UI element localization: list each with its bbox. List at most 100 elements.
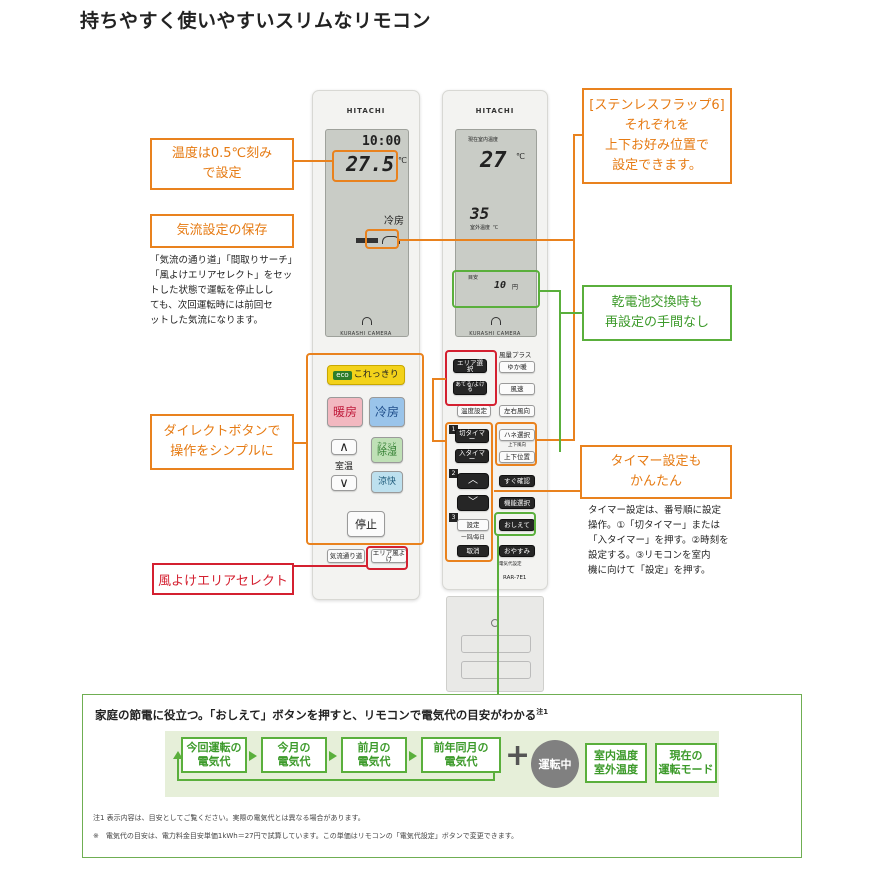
- holder-slot: [461, 635, 531, 653]
- timer-desc-line: 操作。①「切タイマー」または: [588, 520, 721, 531]
- model-label: RAR-7E1: [503, 575, 527, 581]
- remote-right: HITACHI 現在室内温度 27 ℃ 35 室外温度 ℃ 目安 10 円 KU…: [442, 90, 548, 590]
- sugu-button[interactable]: すぐ確認: [499, 475, 535, 487]
- time-down-button[interactable]: ﹀: [457, 495, 489, 511]
- oshiete-button[interactable]: おしえて: [499, 519, 535, 531]
- airflow-callout-label: 気流設定の保存: [176, 223, 268, 238]
- flow-this-run: 今回運転の 電気代: [181, 737, 247, 773]
- time-up-button[interactable]: ︿: [457, 473, 489, 489]
- flow-this-run-line2: 電気代: [197, 755, 231, 768]
- flow-this-month-line1: 今月の: [277, 741, 311, 754]
- stainless-callout: [ステンレスフラップ6] それぞれを 上下お好み位置で 設定できます。: [582, 88, 732, 184]
- page-title: 持ちやすく使いやすいスリムなリモコン: [80, 10, 432, 32]
- flow-last-month: 前月の 電気代: [341, 737, 407, 773]
- hane-button[interactable]: ハネ選択: [499, 429, 535, 441]
- oyasumi-button[interactable]: おやすみ: [499, 545, 535, 557]
- remote-holder: [446, 596, 544, 692]
- airflow-desc-line: 「気流の通り道」「間取りサーチ」: [150, 255, 298, 266]
- dehumid-label: 除湿: [377, 446, 397, 458]
- connector-flap-v: [573, 134, 575, 440]
- footnote-1: 注1 表示内容は、目安としてご覧ください。実際の電気代とは異なる場合があります。: [93, 814, 365, 822]
- plus-icon: +: [505, 738, 531, 773]
- airflow-callout: 気流設定の保存: [150, 214, 294, 248]
- kiryu-button[interactable]: 気流通り道: [327, 549, 365, 563]
- flow-this-run-line1: 今回運転の: [186, 741, 242, 754]
- lcd-yen-value: 10: [494, 280, 507, 291]
- yuka-button[interactable]: ゆか暖: [499, 361, 535, 373]
- ryokai-button[interactable]: 涼快: [371, 471, 403, 493]
- kiri-timer-button[interactable]: 切タイマー: [455, 429, 489, 443]
- temp-up-button[interactable]: ∧: [331, 439, 357, 455]
- cool-button[interactable]: 冷房: [369, 397, 405, 427]
- stainless-callout-line1: [ステンレスフラップ6]: [589, 98, 725, 113]
- connector-timer-v: [432, 378, 434, 442]
- sayu-button[interactable]: 左右風向: [499, 405, 535, 417]
- ondo-button[interactable]: 温度設定: [457, 405, 491, 417]
- connector-timer-top: [432, 378, 446, 380]
- stainless-callout-line3: 上下お好み位置で: [604, 138, 709, 153]
- connector-battery-v: [559, 290, 561, 452]
- wind-area-callout-label: 風よけエリアセレクト: [158, 573, 288, 589]
- panel-title: 家庭の節電に役立つ。「おしえて」ボタンを押すと、リモコンで電気代の目安がわかる注…: [95, 707, 548, 723]
- eco-button[interactable]: eco これっきり: [327, 365, 405, 385]
- heat-button[interactable]: 暖房: [327, 397, 363, 427]
- camera-logo-icon: [362, 317, 372, 325]
- airflow-desc-line: トした状態で運転を停止しし: [150, 285, 274, 296]
- wind-area-callout: 風よけエリアセレクト: [152, 563, 294, 595]
- lcd-time: 10:00: [362, 134, 402, 149]
- flow-last-year: 前年同月の 電気代: [421, 737, 501, 773]
- timer-desc-line: 「入タイマー」を押す。②時刻を: [588, 535, 729, 546]
- area-select-highlight: [445, 350, 497, 406]
- step-2-badge: 2: [449, 469, 458, 478]
- dehumid-button[interactable]: カラッと 除湿: [371, 437, 403, 463]
- stainless-callout-line4: 設定できます。: [612, 158, 702, 173]
- karatto-label: カラッと: [376, 441, 397, 448]
- fuso-button[interactable]: 風速: [499, 383, 535, 395]
- area-select-button[interactable]: エリア選択: [453, 359, 487, 373]
- connector-battery-h: [540, 290, 560, 292]
- flap-highlight: [365, 229, 399, 249]
- lcd-airflow-icon: [356, 238, 378, 243]
- electricity-cost-panel: 家庭の節電に役立つ。「おしえて」ボタンを押すと、リモコンで電気代の目安がわかる注…: [82, 694, 802, 858]
- eco-badge: eco: [333, 370, 352, 380]
- flow-this-month-line2: 電気代: [277, 755, 311, 768]
- panel-title-text: 家庭の節電に役立つ。「おしえて」ボタンを押すと、リモコンで電気代の目安がわかる: [95, 708, 537, 722]
- flap-button-highlight: [495, 422, 537, 466]
- brand-logo-right: HITACHI: [475, 107, 515, 115]
- temp-callout-line2: で設定: [202, 166, 242, 181]
- denki-settei-label: 電気代設定: [499, 562, 522, 567]
- temp-down-button[interactable]: ∨: [331, 475, 357, 491]
- lcd-mode: 冷房: [384, 216, 404, 227]
- lcd-screen-right: 現在室内温度 27 ℃ 35 室外温度 ℃ 目安 10 円: [455, 129, 537, 337]
- lcd-room-unit: ℃: [516, 152, 525, 161]
- connector-flap-h: [398, 239, 574, 241]
- torikeshi-button[interactable]: 取消: [457, 545, 489, 557]
- flow-last-month-line1: 前月の: [357, 741, 391, 754]
- lcd-yen-label: 目安: [468, 275, 479, 281]
- direct-callout-line1: ダイレクトボタンで: [163, 424, 281, 439]
- ate-yokeru-button[interactable]: あてる/よける: [453, 381, 487, 395]
- running-badge: 運転中: [531, 740, 579, 788]
- connector-area: [294, 565, 368, 567]
- airflow-desc-line: ットした気流になります。: [150, 315, 264, 326]
- mainichi-label: 一回/毎日: [461, 535, 485, 541]
- connector-temp: [292, 160, 334, 162]
- timer-callout-line2: かんたん: [629, 474, 682, 489]
- area-button[interactable]: エリア風よけ: [371, 548, 407, 563]
- footnote-2: ※ 電気代の目安は、電力料金目安単価1kWh＝27円で試算しています。この単価は…: [93, 832, 519, 840]
- iri-timer-button[interactable]: 入タイマー: [455, 449, 489, 463]
- temp-callout-line1: 温度は0.5℃刻み: [171, 146, 273, 161]
- joge-button[interactable]: 上下位置: [499, 451, 535, 463]
- temp-callout: 温度は0.5℃刻み で設定: [150, 138, 294, 190]
- current-mode-line2: 運転モード: [658, 763, 714, 776]
- kino-button[interactable]: 機能選択: [499, 497, 535, 509]
- stop-button[interactable]: 停止: [347, 511, 385, 537]
- flow-cycle-arrowhead-icon: [173, 751, 183, 759]
- stainless-callout-line2: それぞれを: [624, 118, 690, 133]
- settei-button[interactable]: 設定: [457, 519, 489, 531]
- panel-title-note: 注1: [536, 708, 549, 717]
- step-3-badge: 3: [449, 513, 458, 522]
- direct-callout-line2: 操作をシンプルに: [170, 444, 274, 459]
- oshiete-highlight: [494, 512, 536, 536]
- remote-left: HITACHI 10:00 27.5 ℃ 冷房 KURASHI CAMERA e…: [312, 90, 420, 600]
